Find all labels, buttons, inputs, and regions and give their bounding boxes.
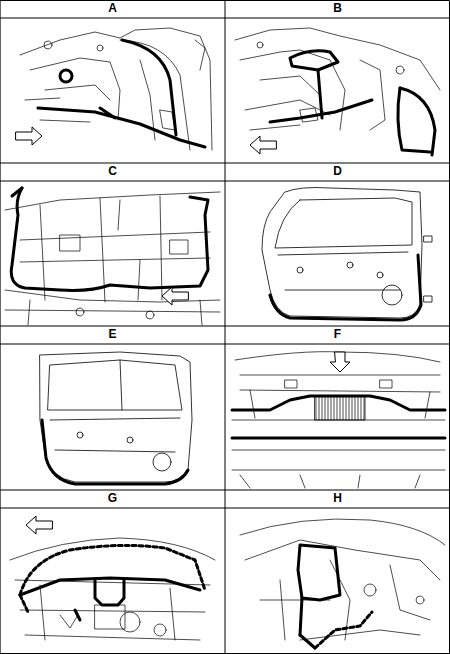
panel: D — [225, 163, 450, 326]
rear-door — [40, 352, 192, 482]
direction-arrow — [16, 127, 42, 145]
floor-panel — [5, 192, 220, 325]
panel: H — [225, 490, 450, 654]
wheelhouse-left — [20, 28, 212, 150]
front-door — [262, 188, 432, 319]
sealant-line-hidden — [20, 545, 205, 612]
panel: G — [0, 490, 225, 654]
panel: F — [225, 326, 450, 490]
sealant-line-hidden — [315, 612, 372, 648]
underbody — [10, 538, 215, 640]
rear-quarter — [240, 519, 445, 640]
panel-letter: C — [0, 163, 225, 180]
sealant-line — [42, 420, 188, 484]
panel-letter: F — [225, 326, 450, 343]
sealant-line — [20, 578, 200, 620]
panel-letter: H — [225, 490, 450, 507]
sealant-line — [232, 396, 445, 438]
panel-letter: A — [0, 0, 225, 17]
panel: A — [0, 0, 225, 163]
direction-arrow — [330, 352, 350, 372]
direction-arrow — [26, 516, 52, 534]
panel-letter: E — [0, 326, 225, 343]
sealant-line — [11, 188, 208, 290]
direction-arrow — [250, 136, 276, 154]
sealant-line — [270, 51, 435, 155]
panel: B — [225, 0, 450, 163]
sealant-line — [270, 255, 421, 320]
wheelhouse-right — [235, 28, 440, 130]
direction-arrow — [162, 287, 188, 305]
panel-letter: B — [225, 0, 450, 17]
panel: C — [0, 163, 225, 326]
panel: E — [0, 326, 225, 490]
rear-panel — [232, 352, 445, 488]
panel-letter: D — [225, 163, 450, 180]
panel-letter: G — [0, 490, 225, 507]
sealant-line — [38, 40, 205, 147]
